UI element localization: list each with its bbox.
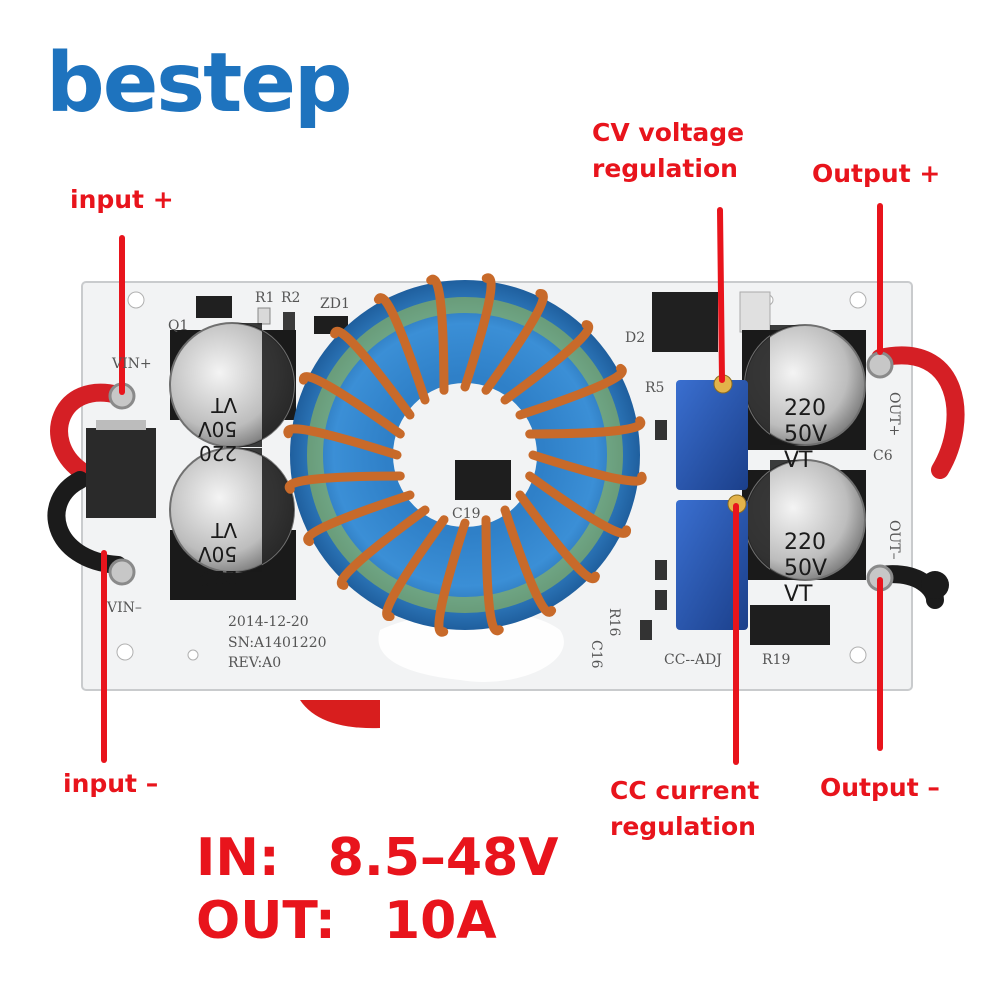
input-plus-label: input + [70,185,174,214]
silk-r5: R5 [645,380,665,396]
output-plus-label: Output + [812,159,941,188]
output-spec-label: OUT: [196,891,336,951]
mounting-hole [849,646,867,664]
silk-r1: R1 [255,290,275,306]
vin-minus-pad [108,558,136,586]
cc-potentiometer [676,500,748,630]
copper-winding [373,293,430,405]
copper-winding [336,505,430,590]
copper-winding [299,372,405,439]
copper-winding [481,289,548,395]
r19-resistor [750,605,830,645]
cc-label-line2: regulation [610,812,756,841]
cv-label-line1: CV voltage [592,118,745,147]
silk-date: 2014-12-20 [228,614,309,630]
cv-line [717,207,725,383]
cv-label-line2: regulation [592,154,738,183]
copper-winding [515,363,627,420]
brand-logo: bestep [46,36,353,131]
input-diode [86,428,156,518]
silk-zd1: ZD1 [320,296,350,312]
copper-winding [426,274,449,395]
silk-q1: Q1 [168,318,189,334]
mounting-hole [127,291,145,309]
silk-r2: R2 [281,290,301,306]
silk-vin-minus: VIN– [107,600,142,616]
input-spec-label: IN: [196,828,280,888]
input-red-wire [50,383,127,479]
copper-winding [284,471,405,494]
silk-r19: R19 [762,652,791,668]
output-red-wire [871,346,965,479]
input-spec-value: 8.5–48V [327,828,559,888]
copper-winding [460,273,496,392]
copper-winding [303,490,415,547]
silk-cc-adj: CC--ADJ [664,652,722,668]
output-spec: OUT: 10A [196,891,497,951]
silk-vin-plus: VIN+ [112,356,152,372]
copper-winding [382,515,449,621]
bottom-red-wire [300,700,380,729]
cv-potentiometer [676,380,748,490]
mounting-hole [116,643,134,661]
silk-r16: R16 [606,608,622,637]
silk-c16: C16 [588,640,604,669]
thermal-glue [378,611,564,682]
silk-c19: C19 [452,506,481,522]
output-spec-value: 10A [383,891,497,951]
cc-label-line1: CC current [610,776,760,805]
silk-out-minus: OUT– [886,520,902,560]
input-minus-label: input – [63,769,159,798]
copper-winding [500,320,594,405]
copper-winding [500,505,557,617]
q1-transistor [196,296,232,318]
silk-out-plus: OUT+ [886,392,902,437]
input-black-wire [47,471,127,574]
silk-revision: REV:A0 [228,655,282,671]
copper-winding [481,515,504,636]
silk-serial: SN:A1401220 [228,635,327,651]
d2-diode [652,292,718,352]
toroid-inductor [283,273,647,637]
mounting-hole [187,649,199,661]
silk-d2: D2 [625,330,646,346]
copper-winding [528,450,647,486]
output-minus-label: Output – [820,773,940,802]
copper-winding [283,424,402,460]
silk-c6: C6 [873,448,893,464]
copper-winding [525,471,631,538]
copper-winding [515,490,600,584]
copper-winding [330,326,415,420]
copper-winding [525,416,646,439]
mounting-hole [849,291,867,309]
out-plus-pad [866,351,894,379]
input-spec: IN: 8.5–48V [196,828,559,888]
copper-winding [434,518,470,637]
